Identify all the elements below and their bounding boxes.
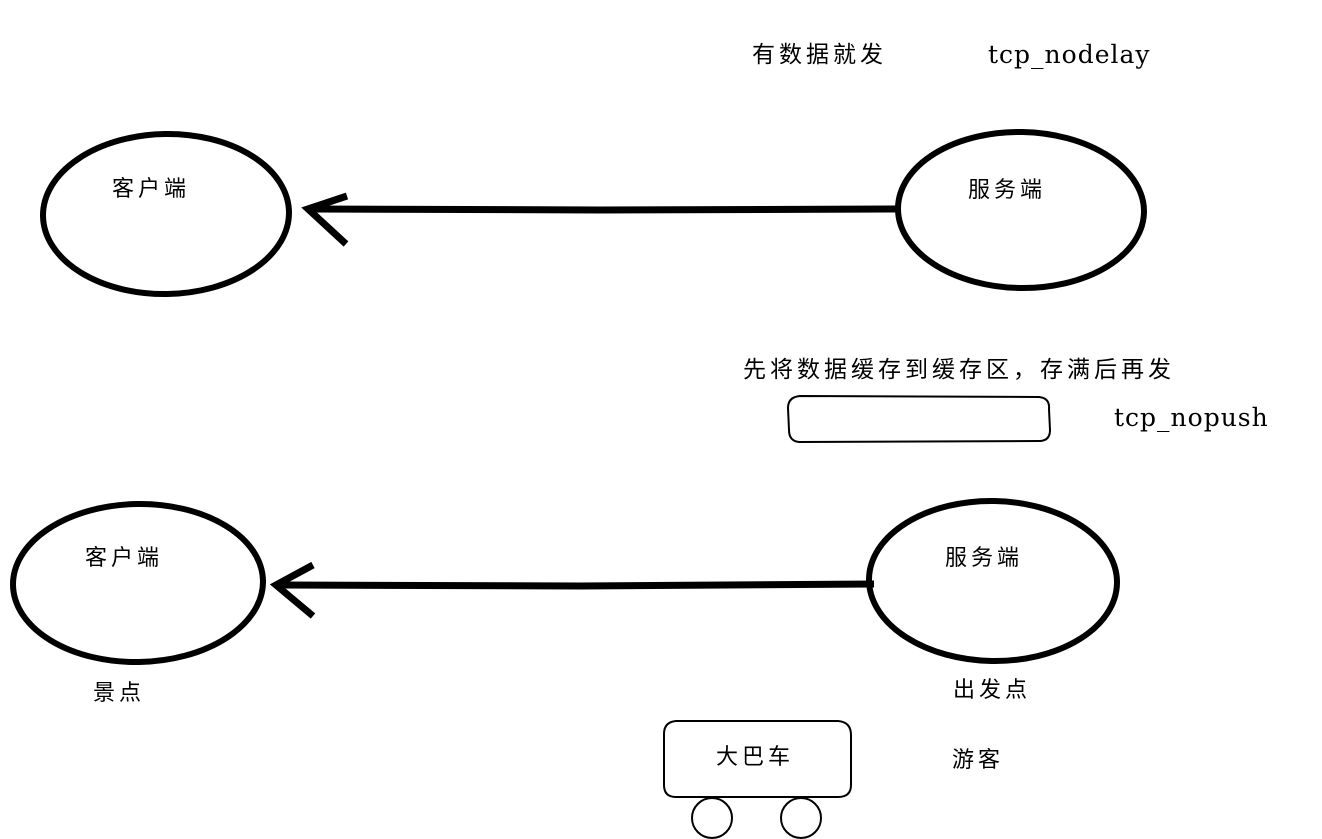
bus-wheel-front	[691, 797, 733, 839]
passengers-label: 游客	[952, 748, 1005, 773]
top-arrow-head-icon	[301, 192, 349, 247]
top-server-label: 服务端	[968, 178, 1047, 203]
bus-wheel-rear	[780, 797, 822, 839]
top-client-label: 客户端	[112, 177, 191, 202]
bottom-client-label: 客户端	[85, 546, 164, 571]
top-arrow-shaft	[311, 205, 900, 214]
bottom-client-caption: 景点	[93, 681, 146, 706]
top-note-label: 有数据就发	[752, 42, 887, 68]
bottom-server-label: 服务端	[945, 546, 1024, 571]
tcp-nopush-label: tcp_nopush	[1114, 403, 1269, 432]
bottom-server-caption: 出发点	[953, 678, 1032, 703]
top-client-ellipse[interactable]	[40, 130, 292, 298]
tcp-nodelay-label: tcp_nodelay	[988, 40, 1151, 69]
bottom-client-ellipse[interactable]	[10, 500, 266, 666]
bottom-server-ellipse[interactable]	[866, 497, 1120, 665]
bottom-arrow-shaft	[281, 580, 875, 590]
buffer-rounded-rect[interactable]	[786, 394, 1052, 444]
top-server-ellipse[interactable]	[895, 128, 1147, 292]
bottom-note-label: 先将数据缓存到缓存区，存满后再发	[743, 357, 1175, 383]
bottom-arrow-head-icon	[269, 561, 316, 619]
bus-label: 大巴车	[716, 745, 795, 770]
